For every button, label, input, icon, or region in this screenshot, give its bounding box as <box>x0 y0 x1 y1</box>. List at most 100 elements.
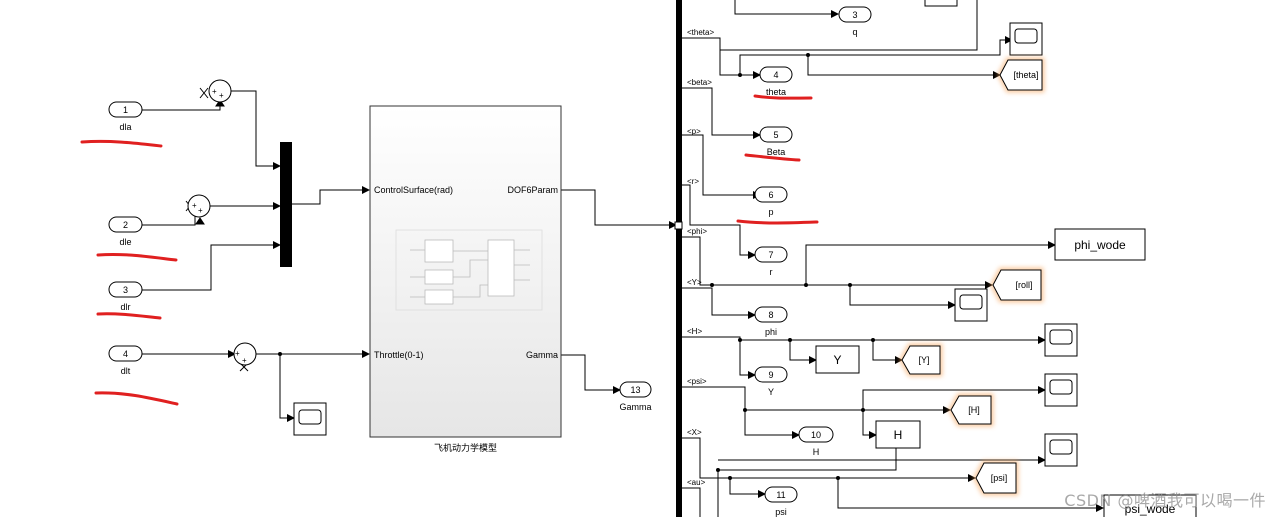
svg-text:4: 4 <box>773 70 778 80</box>
svg-text:psi: psi <box>775 507 787 517</box>
port-label-throttle: Throttle(0-1) <box>374 350 424 360</box>
svg-text:+: + <box>212 87 217 96</box>
csdn-watermark: CSDN @啤酒我可以喝一件 <box>1064 491 1266 510</box>
goto-y[interactable]: [Y] <box>899 343 943 377</box>
svg-text:+: + <box>242 356 247 365</box>
svg-text:r: r <box>770 267 773 277</box>
svg-text:+: + <box>219 91 224 100</box>
outport-p[interactable]: 6 p <box>754 186 788 217</box>
junction-dot <box>278 352 282 356</box>
svg-text:9: 9 <box>768 370 773 380</box>
wires-right <box>682 0 1104 517</box>
svg-text:<r>: <r> <box>687 177 699 186</box>
mux-block[interactable] <box>280 142 292 267</box>
svg-text:Beta: Beta <box>767 147 786 157</box>
svg-text:Gamma: Gamma <box>619 402 651 412</box>
outport-psi[interactable]: 11 psi <box>764 486 798 517</box>
scope-block-roll[interactable] <box>954 288 988 322</box>
svg-text:H: H <box>894 428 903 442</box>
svg-text:7: 7 <box>768 250 773 260</box>
red-annotation-strokes <box>80 94 819 406</box>
sum-block-2[interactable]: + + <box>187 194 211 218</box>
outport-h[interactable]: 10 H <box>798 426 834 457</box>
svg-text:dla: dla <box>119 122 131 132</box>
svg-text:[H]: [H] <box>968 405 980 415</box>
scope-block-left[interactable] <box>293 402 327 436</box>
to-workspace-psi-wode[interactable]: psi_wode <box>1103 494 1197 517</box>
svg-text:<psi>: <psi> <box>687 377 707 386</box>
inport-dla[interactable]: 1 dla <box>108 101 143 132</box>
svg-text:H: H <box>813 447 820 457</box>
sum-block-1[interactable]: + + <box>208 79 232 103</box>
svg-text:<theta>: <theta> <box>687 28 714 37</box>
svg-text:Y: Y <box>768 387 774 397</box>
svg-text:<Y>: <Y> <box>687 278 702 287</box>
scope-block-theta[interactable] <box>1009 22 1043 56</box>
sum-block-3[interactable]: + + <box>233 342 257 366</box>
outport-phi[interactable]: 8 phi <box>754 306 788 337</box>
bus-selector-bar[interactable] <box>676 0 682 517</box>
svg-text:[theta]: [theta] <box>1013 70 1038 80</box>
subsystem-thumbnail <box>395 229 543 311</box>
svg-text:<p>: <p> <box>687 127 701 136</box>
junction-dots-right <box>710 53 875 480</box>
outport-beta[interactable]: 5 Beta <box>759 126 793 157</box>
scope-block-y[interactable] <box>1044 323 1078 357</box>
goto-roll[interactable]: [roll] <box>990 267 1044 303</box>
outport-gamma[interactable]: 13 Gamma <box>619 381 652 412</box>
svg-text:dle: dle <box>119 237 131 247</box>
port-label-gamma: Gamma <box>526 350 558 360</box>
svg-text:Y: Y <box>833 353 841 367</box>
svg-text:<phi>: <phi> <box>687 227 707 236</box>
outport-q[interactable]: 3 q <box>838 6 872 37</box>
port-label-dof6param: DOF6Param <box>507 185 558 195</box>
bus-signal-labels: <theta> <beta> <p> <r> <phi> <Y> <H> <ps… <box>687 28 714 487</box>
to-workspace-phi-wode[interactable]: phi_wode <box>1054 228 1146 261</box>
block-y[interactable]: Y <box>815 345 860 374</box>
scope-block-psi[interactable] <box>1044 433 1078 467</box>
svg-text:psi_wode: psi_wode <box>1125 502 1176 516</box>
scope-block-top[interactable] <box>924 0 958 7</box>
svg-text:<X>: <X> <box>687 428 702 437</box>
scope-block-h[interactable] <box>1044 373 1078 407</box>
svg-text:phi: phi <box>765 327 777 337</box>
svg-text:3: 3 <box>123 285 128 295</box>
inport-dlr[interactable]: 3 dlr <box>108 281 143 312</box>
outport-y[interactable]: 9 Y <box>754 366 788 397</box>
svg-text:1: 1 <box>123 105 128 115</box>
svg-text:<au>: <au> <box>687 478 706 487</box>
svg-text:[Y]: [Y] <box>918 355 929 365</box>
bus-input-port <box>674 221 683 230</box>
svg-text:+: + <box>235 349 240 358</box>
svg-text:6: 6 <box>768 190 773 200</box>
svg-text:11: 11 <box>776 490 785 500</box>
goto-psi[interactable]: [psi] <box>973 460 1019 496</box>
svg-text:5: 5 <box>773 130 778 140</box>
wires-left <box>142 87 677 422</box>
svg-text:dlr: dlr <box>120 302 130 312</box>
goto-theta[interactable]: [theta] <box>997 57 1045 93</box>
outport-theta[interactable]: 4 theta <box>759 66 793 97</box>
subsystem-block[interactable]: ControlSurface(rad) Throttle(0-1) DOF6Pa… <box>369 105 562 453</box>
svg-text:phi_wode: phi_wode <box>1074 238 1126 252</box>
svg-text:13: 13 <box>630 385 640 395</box>
goto-h[interactable]: [H] <box>948 393 994 427</box>
svg-text:p: p <box>768 207 773 217</box>
svg-text:10: 10 <box>811 430 821 440</box>
inport-dle[interactable]: 2 dle <box>108 216 143 247</box>
block-h[interactable]: H <box>875 420 921 449</box>
svg-text:+: + <box>198 206 203 215</box>
svg-text:[psi]: [psi] <box>991 473 1008 483</box>
svg-text:4: 4 <box>123 349 128 359</box>
svg-text:q: q <box>852 27 857 37</box>
port-label-controlsurface: ControlSurface(rad) <box>374 185 453 195</box>
svg-text:<beta>: <beta> <box>687 78 712 87</box>
svg-text:2: 2 <box>123 220 128 230</box>
outport-r[interactable]: 7 r <box>754 246 788 277</box>
svg-text:+: + <box>192 201 197 210</box>
svg-text:8: 8 <box>768 310 773 320</box>
inport-dlt[interactable]: 4 dlt <box>108 345 143 376</box>
svg-text:3: 3 <box>852 10 857 20</box>
svg-text:[roll]: [roll] <box>1015 280 1032 290</box>
